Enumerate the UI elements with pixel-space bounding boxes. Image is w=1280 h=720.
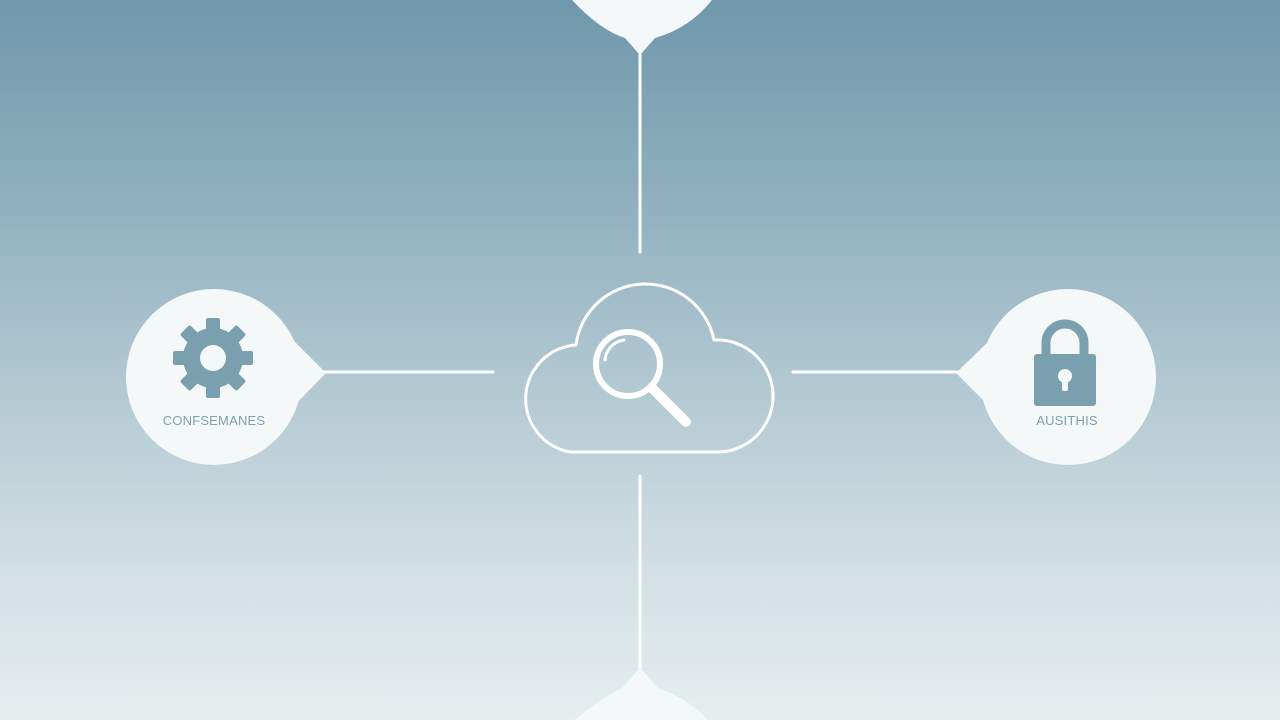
lock-icon [1034, 319, 1096, 406]
node-left-label: CONFSEMANES [162, 413, 266, 428]
node-bottom [575, 668, 708, 720]
magnifier-icon [593, 329, 691, 427]
gear-icon [173, 318, 253, 398]
node-right [956, 289, 1156, 465]
node-left [126, 289, 326, 465]
node-top [572, 0, 712, 55]
center-node [524, 282, 775, 454]
node-right-label: AUSITHIS [1036, 413, 1098, 428]
cloud-search-icon [524, 282, 775, 454]
